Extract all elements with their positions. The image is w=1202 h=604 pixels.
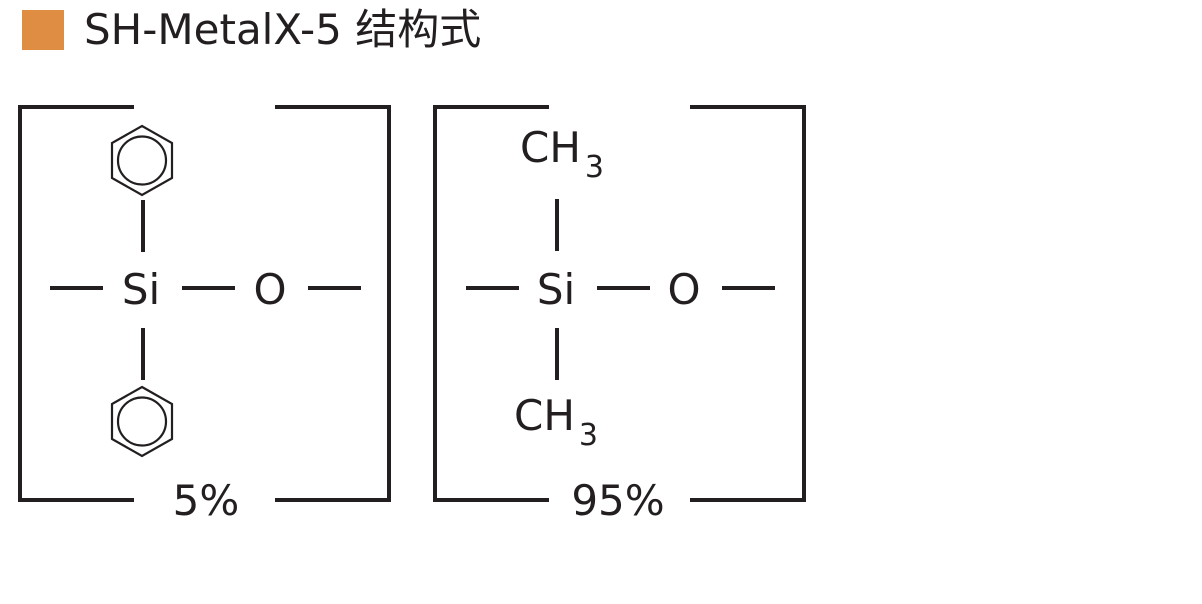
- left-bracket: [18, 105, 134, 502]
- unit-dimethyl: [433, 105, 806, 502]
- o-atom-1: O: [253, 265, 286, 314]
- methyl-top-sub: 3: [585, 150, 604, 185]
- methyl-top-main: CH: [520, 123, 581, 172]
- si-atom-1: Si: [122, 265, 160, 314]
- right-bracket: [690, 105, 806, 502]
- methyl-bottom-sub: 3: [579, 418, 598, 453]
- si-atom-2: Si: [537, 265, 575, 314]
- unit-diphenyl: [18, 105, 391, 502]
- phenyl-ring-top-icon: [110, 124, 174, 197]
- phenyl-ring-bottom-icon: [110, 385, 174, 458]
- right-bracket: [275, 105, 391, 502]
- percentage-2: 95%: [571, 476, 664, 525]
- title-row: SH-MetalX-5 结构式: [22, 5, 481, 55]
- left-bracket: [433, 105, 549, 502]
- page-title: SH-MetalX-5 结构式: [84, 5, 482, 54]
- o-atom-2: O: [667, 265, 700, 314]
- title-swatch-icon: [22, 10, 64, 50]
- percentage-1: 5%: [173, 476, 240, 525]
- methyl-bottom-main: CH: [514, 391, 575, 440]
